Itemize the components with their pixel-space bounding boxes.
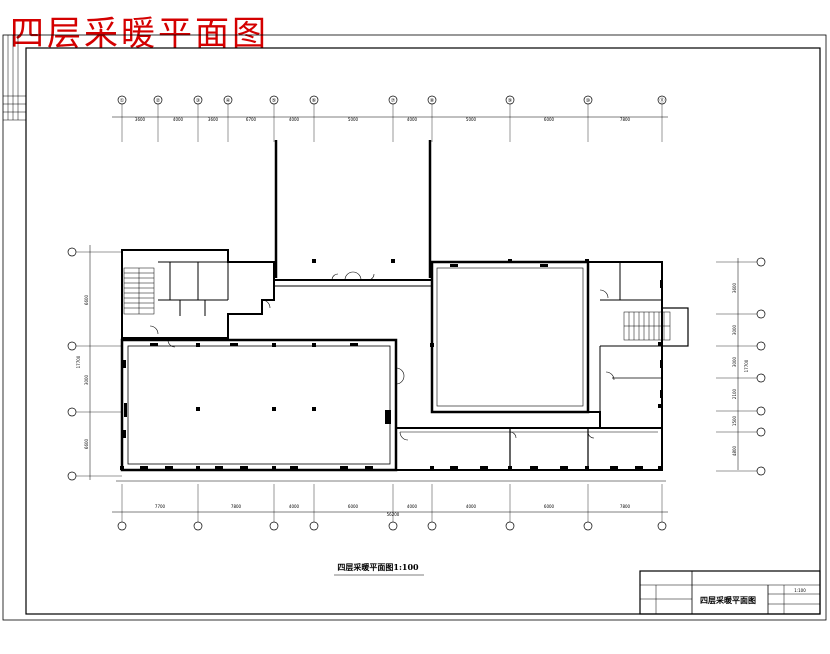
dim-top-8: 5000: [466, 117, 477, 122]
dim-right-4: 2100: [732, 388, 737, 399]
dimension-texts: 3600 4000 3600 6700 4000 5000 4000 5000 …: [135, 117, 631, 517]
dim-top-5: 4000: [289, 117, 300, 122]
title-block-drawing-name: 四层采暖平面图: [700, 595, 756, 605]
grid-label-top-5: ⑤: [272, 98, 276, 104]
dim-top-9: 6000: [544, 117, 555, 122]
stair-left: [123, 267, 155, 315]
sheet-border: [2, 34, 827, 621]
dim-bottom-4: 6000: [348, 504, 359, 509]
grid-label-top-10: ⑩: [586, 98, 591, 104]
grid-label-top-11: ⑪: [659, 97, 664, 104]
radiators: [123, 264, 663, 469]
dim-bottom-2: 7800: [231, 504, 242, 509]
grid-extension-lines: [76, 104, 760, 522]
dim-top-1: 3600: [135, 117, 146, 122]
binding-strip: [3, 35, 26, 121]
grid-label-top-9: ⑨: [508, 98, 512, 104]
door-swings: [149, 271, 615, 441]
dim-left-1: 6600: [84, 294, 89, 305]
top-grid-bubbles: [117, 95, 667, 105]
dim-top-7: 4000: [407, 117, 418, 122]
grid-bubble-top-8: [427, 95, 437, 105]
right-grid-bubbles: [756, 257, 766, 476]
title-block-scale: 1:100: [794, 588, 806, 593]
grid-bubble-top-6: [309, 95, 319, 105]
drawing-frame: [25, 47, 821, 615]
grid-label-top-3: ③: [196, 98, 200, 104]
dim-right-2: 3000: [732, 324, 737, 335]
page-heading: 四层采暖平面图: [10, 14, 269, 54]
grid-bubble-top-3: [193, 95, 203, 105]
dim-top-10: 7800: [620, 117, 631, 122]
dim-bottom-6: 4000: [466, 504, 477, 509]
dim-bottom-total: 56200: [387, 512, 400, 517]
columns: [120, 259, 662, 470]
dim-left-3: 6600: [84, 438, 89, 449]
grid-bubble-top-2: [153, 95, 163, 105]
dim-bottom-3: 4000: [289, 504, 300, 509]
dim-bottom-5: 4000: [407, 504, 418, 509]
dim-left-2: 3000: [84, 374, 89, 385]
drawing-caption-group: 四层采暖平面图1:100: [334, 562, 424, 576]
grid-bubble-top-1: [117, 95, 127, 105]
dim-right-3: 3000: [732, 356, 737, 367]
grid-bubble-top-5: [269, 95, 279, 105]
grid-bubble-top-4: [223, 95, 233, 105]
grid-bubble-top-11: [657, 95, 667, 105]
grid-labels: ① ② ③ ④ ⑤ ⑥ ⑦ ⑧ ⑨ ⑩ ⑪: [120, 97, 665, 104]
drawing-caption: 四层采暖平面图1:100: [337, 562, 419, 572]
grid-label-top-6: ⑥: [312, 98, 317, 104]
grid-label-top-2: ②: [156, 98, 161, 104]
dim-bottom-1: 7700: [155, 504, 166, 509]
grid-label-top-4: ④: [226, 98, 231, 104]
grid-label-top-7: ⑦: [391, 98, 396, 104]
dim-bottom-8: 7800: [620, 504, 631, 509]
dim-top-4: 6700: [246, 117, 257, 122]
bottom-grid-bubbles: [117, 521, 667, 531]
dimension-lines: [89, 116, 739, 513]
dim-top-6: 5000: [348, 117, 359, 122]
dim-top-2: 4000: [173, 117, 184, 122]
dim-right-1: 3600: [732, 282, 737, 293]
dim-bottom-7: 6000: [544, 504, 555, 509]
side-dimension-texts: 6600 3000 6600 17700 3600 3000 3000 2100…: [76, 282, 749, 456]
grid-label-top-8: ⑧: [430, 98, 435, 104]
dim-left-total: 17700: [76, 355, 81, 368]
grid-label-top-1: ①: [120, 98, 125, 104]
stair-right: [623, 311, 671, 341]
left-grid-bubbles: [67, 247, 77, 481]
dim-right-total: 17700: [744, 359, 749, 372]
dim-right-6: 4800: [732, 445, 737, 456]
grid-bubble-top-9: [505, 95, 515, 105]
dim-top-3: 3600: [208, 117, 219, 122]
grid-bubble-top-10: [583, 95, 593, 105]
building-walls: [120, 140, 689, 472]
grid-bubble-top-7: [388, 95, 398, 105]
title-block: [639, 570, 821, 615]
dim-right-5: 1500: [732, 415, 737, 426]
